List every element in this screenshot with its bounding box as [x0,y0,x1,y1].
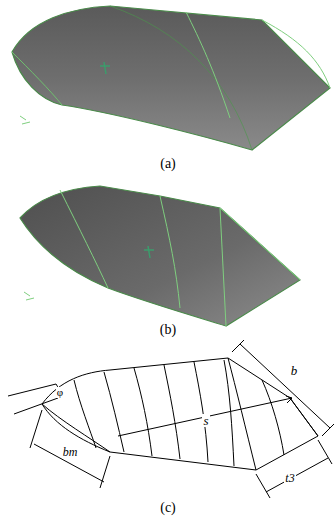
angle-symbol: φ [56,387,64,398]
dimension-label: s [202,414,209,427]
wing-line-drawing [8,340,334,498]
dimension-label: bm [62,446,79,458]
dimension-label: t3 [284,472,295,484]
panel-label: (b) [159,323,177,337]
rectangular-wing [12,6,330,150]
swept-wing [20,186,300,326]
panel-label: (c) [159,501,177,515]
panel-label: (a) [159,157,177,171]
dimension-label: b [290,364,299,377]
